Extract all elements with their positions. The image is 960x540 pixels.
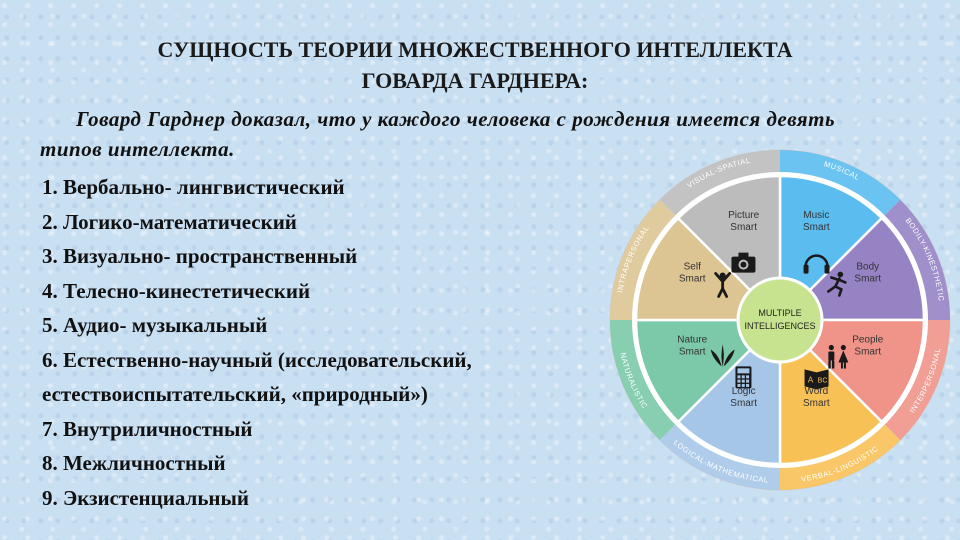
people-icon	[828, 344, 849, 369]
segment-label-line2: Smart	[679, 346, 706, 357]
list-item: 1. Вербально- лингвистический	[42, 175, 345, 199]
segment-word-smart	[778, 316, 884, 466]
list-item: естествоиспытательский, «природный»)	[42, 382, 428, 406]
segment-nature-smart	[634, 318, 784, 424]
title-line-2: ГОВАРДА ГАРДНЕРА:	[361, 68, 589, 93]
ring-band	[884, 199, 950, 320]
segment-icons: A BC	[710, 252, 849, 390]
segment-label-line1: Nature	[677, 334, 707, 345]
svg-text:BC: BC	[818, 377, 828, 384]
camera-icon	[731, 252, 756, 273]
list-item: 4. Телесно-кинестетический	[42, 278, 311, 303]
segment-body-smart	[776, 216, 926, 322]
headphones-icon	[803, 254, 830, 274]
segments	[634, 174, 926, 466]
intelligence-list: 1. Вербально- лингвистический 2. Логико-…	[42, 170, 632, 515]
segment-labels: MusicSmartBodySmartPeopleSmartWordSmartL…	[677, 210, 884, 409]
list-item: 2. Логико-математический	[42, 209, 297, 234]
list-item: 8. Межличностный	[42, 451, 226, 475]
book-icon: A BC	[804, 369, 829, 390]
segment-label-line1: People	[852, 334, 884, 345]
segment-music-smart	[778, 174, 884, 324]
center-label-line2: INTELLIGENCES	[744, 321, 815, 331]
segment-label-line1: Body	[856, 262, 879, 273]
segment-label-line2: Smart	[854, 274, 881, 285]
segment-picture-smart	[676, 174, 782, 324]
list-item: 9. Экзистенциальный	[42, 485, 250, 510]
ring-band	[659, 424, 780, 490]
svg-text:A: A	[808, 375, 814, 384]
segment-label-line1: Self	[684, 262, 701, 273]
center-circle	[736, 276, 824, 364]
list-item: 3. Визуально- пространственный	[42, 244, 358, 268]
list-item: 5. Аудио- музыкальный	[42, 313, 268, 337]
segment-label-line1: Word	[804, 386, 828, 397]
calculator-icon	[735, 366, 752, 389]
ring-band	[659, 150, 780, 216]
ring-band	[780, 424, 901, 490]
leaf-icon	[710, 344, 735, 367]
segment-label-line1: Music	[803, 210, 829, 221]
segment-self-smart	[634, 216, 784, 322]
segment-label-line1: Picture	[728, 210, 760, 221]
multiple-intelligences-wheel: MUSICALBODILY-KINESTHETICINTERPERSONALVE…	[609, 149, 951, 491]
segment-label-line2: Smart	[679, 274, 706, 285]
ring-band	[780, 150, 901, 216]
ring-band	[884, 320, 950, 441]
title-line-1: СУЩНОСТЬ ТЕОРИИ МНОЖЕСТВЕННОГО ИНТЕЛЛЕКТ…	[157, 37, 793, 62]
segment-label-line1: Logic	[732, 386, 756, 397]
segment-label-line2: Smart	[854, 346, 881, 357]
running-person-icon	[827, 271, 847, 297]
segment-label-line2: Smart	[803, 398, 830, 409]
segment-logic-smart	[676, 316, 782, 466]
segment-label-line2: Smart	[730, 398, 757, 409]
segment-label-line2: Smart	[730, 222, 757, 233]
center-label-line1: MULTIPLE	[758, 308, 801, 318]
slide-title: СУЩНОСТЬ ТЕОРИИ МНОЖЕСТВЕННОГО ИНТЕЛЛЕКТ…	[40, 34, 910, 96]
list-item: 7. Внутриличностный	[42, 416, 253, 441]
intro-text: Говард Гарднер доказал, что у каждого че…	[40, 107, 836, 161]
segment-people-smart	[776, 318, 926, 424]
ring-band	[610, 320, 676, 441]
person-arms-up-icon	[714, 272, 732, 298]
list-item: 6. Естественно-научный (исследовательски…	[42, 347, 472, 372]
ring-band	[610, 199, 676, 320]
segment-label-line2: Smart	[803, 222, 830, 233]
